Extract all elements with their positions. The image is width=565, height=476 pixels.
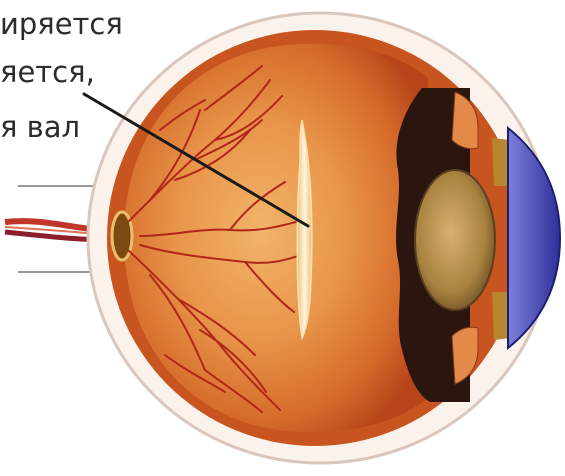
- label-line-1: иряется: [0, 10, 123, 39]
- cornea-icon: [508, 128, 560, 348]
- label-line-3: я вал: [0, 113, 80, 142]
- label-line-2: яется,: [0, 58, 95, 87]
- lens-icon: [415, 170, 495, 310]
- optic-disc: [112, 212, 132, 260]
